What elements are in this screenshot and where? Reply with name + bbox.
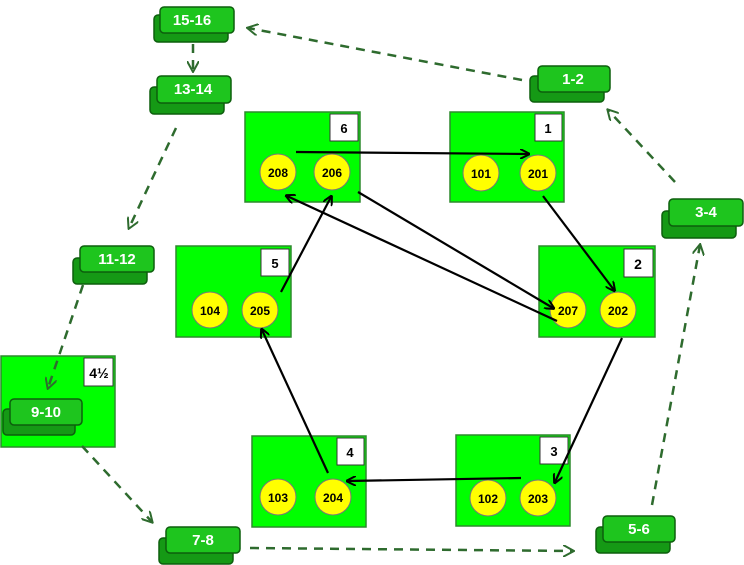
round-label: 3-4 xyxy=(695,204,717,221)
dash-arrow-9-10-to-7-8 xyxy=(81,445,152,522)
dash-arrow-3-4-to-1-2 xyxy=(608,110,676,183)
table-1: 1 101 201 xyxy=(449,111,565,203)
round-box-5-6: 5-6 xyxy=(595,515,676,554)
player-movement-arrows xyxy=(262,152,623,482)
arrow-206-to-207 xyxy=(357,191,553,308)
round-box-7-8: 7-8 xyxy=(158,526,241,565)
round-box-9-10: 9-10 xyxy=(2,398,83,436)
table-number-label: 3 xyxy=(550,444,557,459)
seat-103: 103 xyxy=(268,491,288,505)
arrow-203-to-204 xyxy=(348,478,522,481)
round-box-15-16: 15-16 xyxy=(153,6,235,43)
arrow-208-to-201 xyxy=(295,152,528,154)
table-3: 3 102 203 xyxy=(455,434,571,527)
dash-arrow-13-14-to-11-12 xyxy=(129,127,178,228)
round-box-11-12: 11-12 xyxy=(72,245,155,285)
table-number-label: 1 xyxy=(544,121,551,136)
round-label: 5-6 xyxy=(628,521,650,538)
table-number-label: 6 xyxy=(340,121,347,136)
table-number-label: 5 xyxy=(271,256,278,271)
seat-205: 205 xyxy=(250,304,270,318)
round-label: 7-8 xyxy=(192,532,214,549)
arrow-207-to-208 xyxy=(287,196,558,322)
round-label: 9-10 xyxy=(31,404,61,421)
table-2: 2 207 202 xyxy=(538,245,656,338)
seat-202: 202 xyxy=(608,304,628,318)
arrow-205-to-206 xyxy=(280,197,331,293)
round-label: 11-12 xyxy=(98,251,136,268)
seat-207: 207 xyxy=(558,304,578,318)
dash-arrow-1-2-to-15-16 xyxy=(248,28,523,82)
seat-102: 102 xyxy=(478,492,498,506)
seat-201: 201 xyxy=(528,167,548,181)
arrow-204-to-205 xyxy=(262,330,329,474)
round-label: 13-14 xyxy=(174,81,213,98)
dash-arrow-5-6-to-3-4 xyxy=(650,245,700,506)
round-box-1-2: 1-2 xyxy=(529,65,611,103)
seat-204: 204 xyxy=(323,491,343,505)
arrow-202-to-203 xyxy=(555,337,623,482)
round-label: 15-16 xyxy=(173,12,211,29)
table-number-label: 2 xyxy=(634,256,642,272)
table-6: 6 208 206 xyxy=(244,111,361,203)
round-box-13-14: 13-14 xyxy=(149,75,232,115)
seat-208: 208 xyxy=(268,166,288,180)
arrow-201-to-202 xyxy=(542,195,614,290)
round-label: 1-2 xyxy=(562,71,584,88)
board-movement-arrows xyxy=(48,28,700,551)
table-5: 5 104 205 xyxy=(175,245,292,338)
seat-206: 206 xyxy=(322,166,342,180)
table-number-label: 4 xyxy=(346,445,354,460)
seat-104: 104 xyxy=(200,304,220,318)
seat-203: 203 xyxy=(528,492,548,506)
dash-arrow-7-8-to-5-6 xyxy=(249,548,573,551)
round-box-3-4: 3-4 xyxy=(661,198,744,239)
dash-arrow-11-12-to-9-10 xyxy=(48,284,85,388)
table-number-label: 4½ xyxy=(89,365,109,381)
seat-101: 101 xyxy=(471,167,491,181)
